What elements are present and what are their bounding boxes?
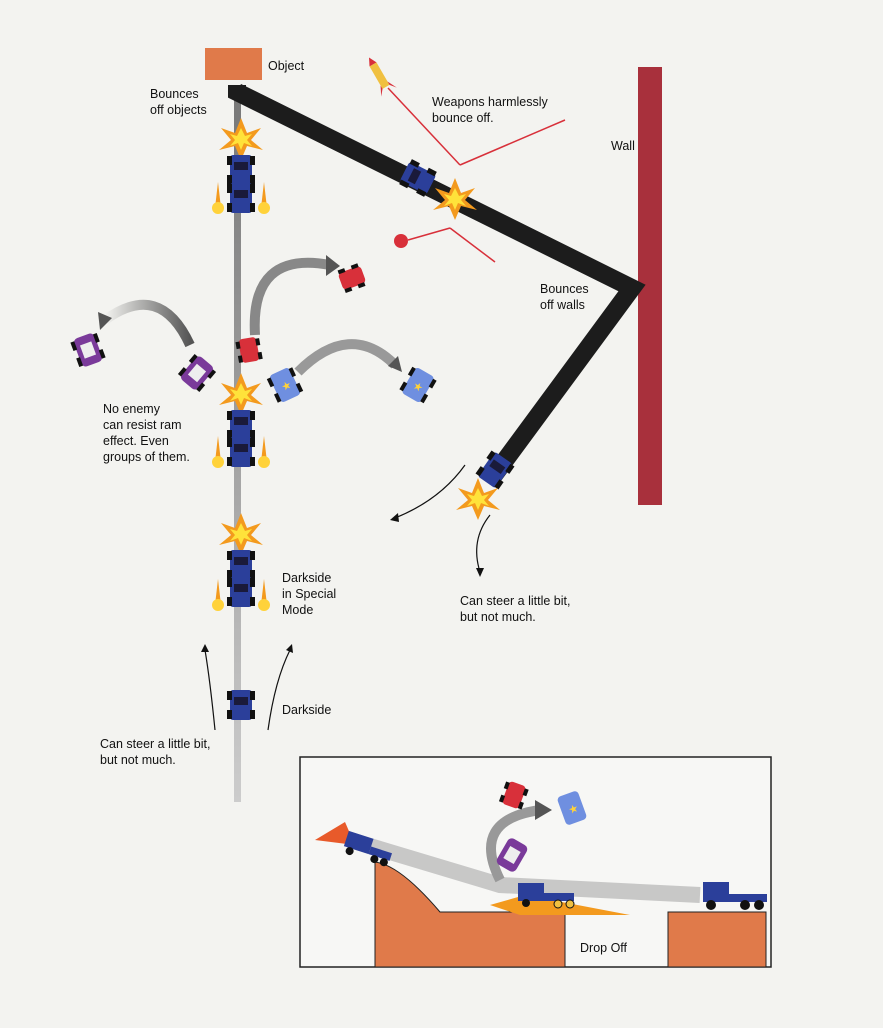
label-steer-right: Can steer a little bit,but not much. (460, 594, 570, 624)
arrow-head-icon (535, 800, 552, 820)
jump-trail (347, 832, 701, 903)
boost-flare (258, 436, 270, 468)
boost-flare (212, 182, 224, 214)
arrow-head-icon (476, 568, 484, 577)
rocket-icon (369, 57, 397, 97)
impact-explosion (219, 513, 263, 555)
svg-text:★: ★ (280, 379, 294, 394)
steer-arrow (204, 649, 216, 731)
enemy-lightblue-car: ★ (399, 366, 437, 404)
svg-text:★: ★ (567, 802, 581, 817)
steer-arrow (476, 514, 491, 573)
weapon-ray (387, 87, 461, 166)
truck-icon (518, 883, 575, 909)
ramp-platform (374, 861, 566, 968)
enemy-lightblue-car: ★ (266, 367, 304, 403)
steer-arrow (394, 464, 466, 519)
drop-off-inset: ★ Drop Off (299, 756, 772, 968)
darkside-car (227, 183, 255, 213)
weapon-ray (407, 227, 451, 241)
label-steer-left: Can steer a little bit,but not much. (100, 737, 210, 767)
truck-icon (703, 882, 767, 910)
arrow-head-icon (201, 644, 209, 652)
knock-arc (249, 257, 331, 336)
enemy-lightblue-car: ★ (557, 791, 587, 825)
label-object: Object (268, 59, 305, 73)
knock-arc (486, 805, 541, 883)
label-wall: Wall (611, 139, 635, 153)
boost-flare (212, 579, 224, 611)
enemy-purple-car (496, 838, 528, 872)
knock-arc (102, 299, 195, 348)
flame (315, 822, 355, 845)
enemy-red-car (235, 337, 263, 363)
steer-arrow (267, 649, 291, 731)
label-darkside: Darkside (282, 703, 331, 717)
label-drop-off: Drop Off (580, 941, 628, 955)
arrow-head-icon (326, 255, 340, 276)
object-block (205, 48, 262, 80)
impact-explosion (219, 373, 263, 415)
arrow-head-icon (98, 312, 112, 330)
arrow-head-icon (390, 513, 399, 522)
boost-flare (258, 182, 270, 214)
darkside-car (227, 690, 255, 720)
bounce-path (228, 83, 646, 484)
enemy-red-car (337, 263, 366, 294)
darkside-car (227, 550, 255, 580)
truck-icon (343, 830, 393, 867)
weapon-ray (449, 227, 496, 263)
boost-flare (212, 436, 224, 468)
arrow-head-icon (388, 356, 402, 372)
darkside-car (227, 437, 255, 467)
bullet-icon (394, 234, 408, 248)
landing-platform (667, 911, 767, 968)
enemy-purple-car (177, 354, 217, 392)
impact-explosion (219, 118, 263, 160)
arrow-head-icon (286, 644, 293, 653)
weapon-ray (459, 119, 566, 166)
knock-arc (294, 339, 399, 376)
darkside-car (227, 577, 255, 607)
boost-flare (258, 579, 270, 611)
enemy-red-car (498, 781, 529, 810)
darkside-car (227, 410, 255, 440)
enemy-purple-car (70, 332, 106, 368)
darkside-car (227, 155, 255, 185)
